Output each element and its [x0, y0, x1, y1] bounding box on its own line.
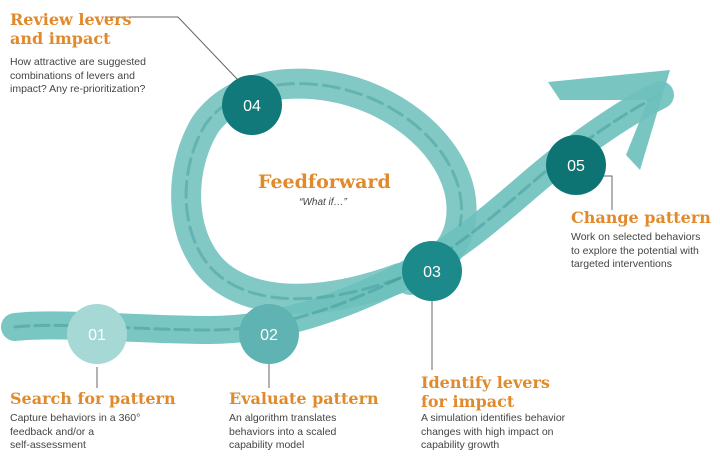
- step-02-description: An algorithm translates behaviors into a…: [229, 412, 337, 451]
- step-number-01: 01: [88, 327, 106, 344]
- step-circle-04: 04: [222, 75, 282, 135]
- step-02-title: Evaluate pattern: [229, 389, 379, 408]
- step-number-05: 05: [567, 158, 585, 175]
- step-01-title: Search for pattern: [10, 389, 176, 408]
- step-03-description: A simulation identifies behavior changes…: [421, 412, 566, 451]
- step-number-04: 04: [243, 98, 261, 115]
- step-01-description: Capture behaviors in a 360° feedback and…: [10, 412, 141, 451]
- connector-line-04: [105, 16, 239, 81]
- arrow-head-icon: [548, 70, 670, 170]
- step-circle-02: 02: [239, 304, 299, 364]
- center-subtitle: “What if…”: [299, 197, 347, 208]
- step-03-title: Identify levers for impact: [421, 373, 550, 411]
- step-03-fill: [402, 241, 462, 301]
- step-05-title: Change pattern: [571, 208, 711, 227]
- step-number-03: 03: [423, 264, 441, 281]
- step-05-description: Work on selected behaviors to explore th…: [571, 231, 701, 270]
- step-circle-05: 05: [546, 135, 606, 195]
- step-01-fill: [67, 304, 127, 364]
- step-04-fill: [222, 75, 282, 135]
- center-title: Feedforward: [258, 171, 391, 193]
- step-number-02: 02: [260, 327, 278, 344]
- step-04-description: How attractive are suggested combination…: [10, 56, 146, 95]
- step-02-fill: [239, 304, 299, 364]
- step-04-title: Review levers and impact: [10, 10, 132, 48]
- step-05-fill: [546, 135, 606, 195]
- step-circle-01: 01: [67, 304, 127, 364]
- step-circle-03: 03: [402, 241, 462, 301]
